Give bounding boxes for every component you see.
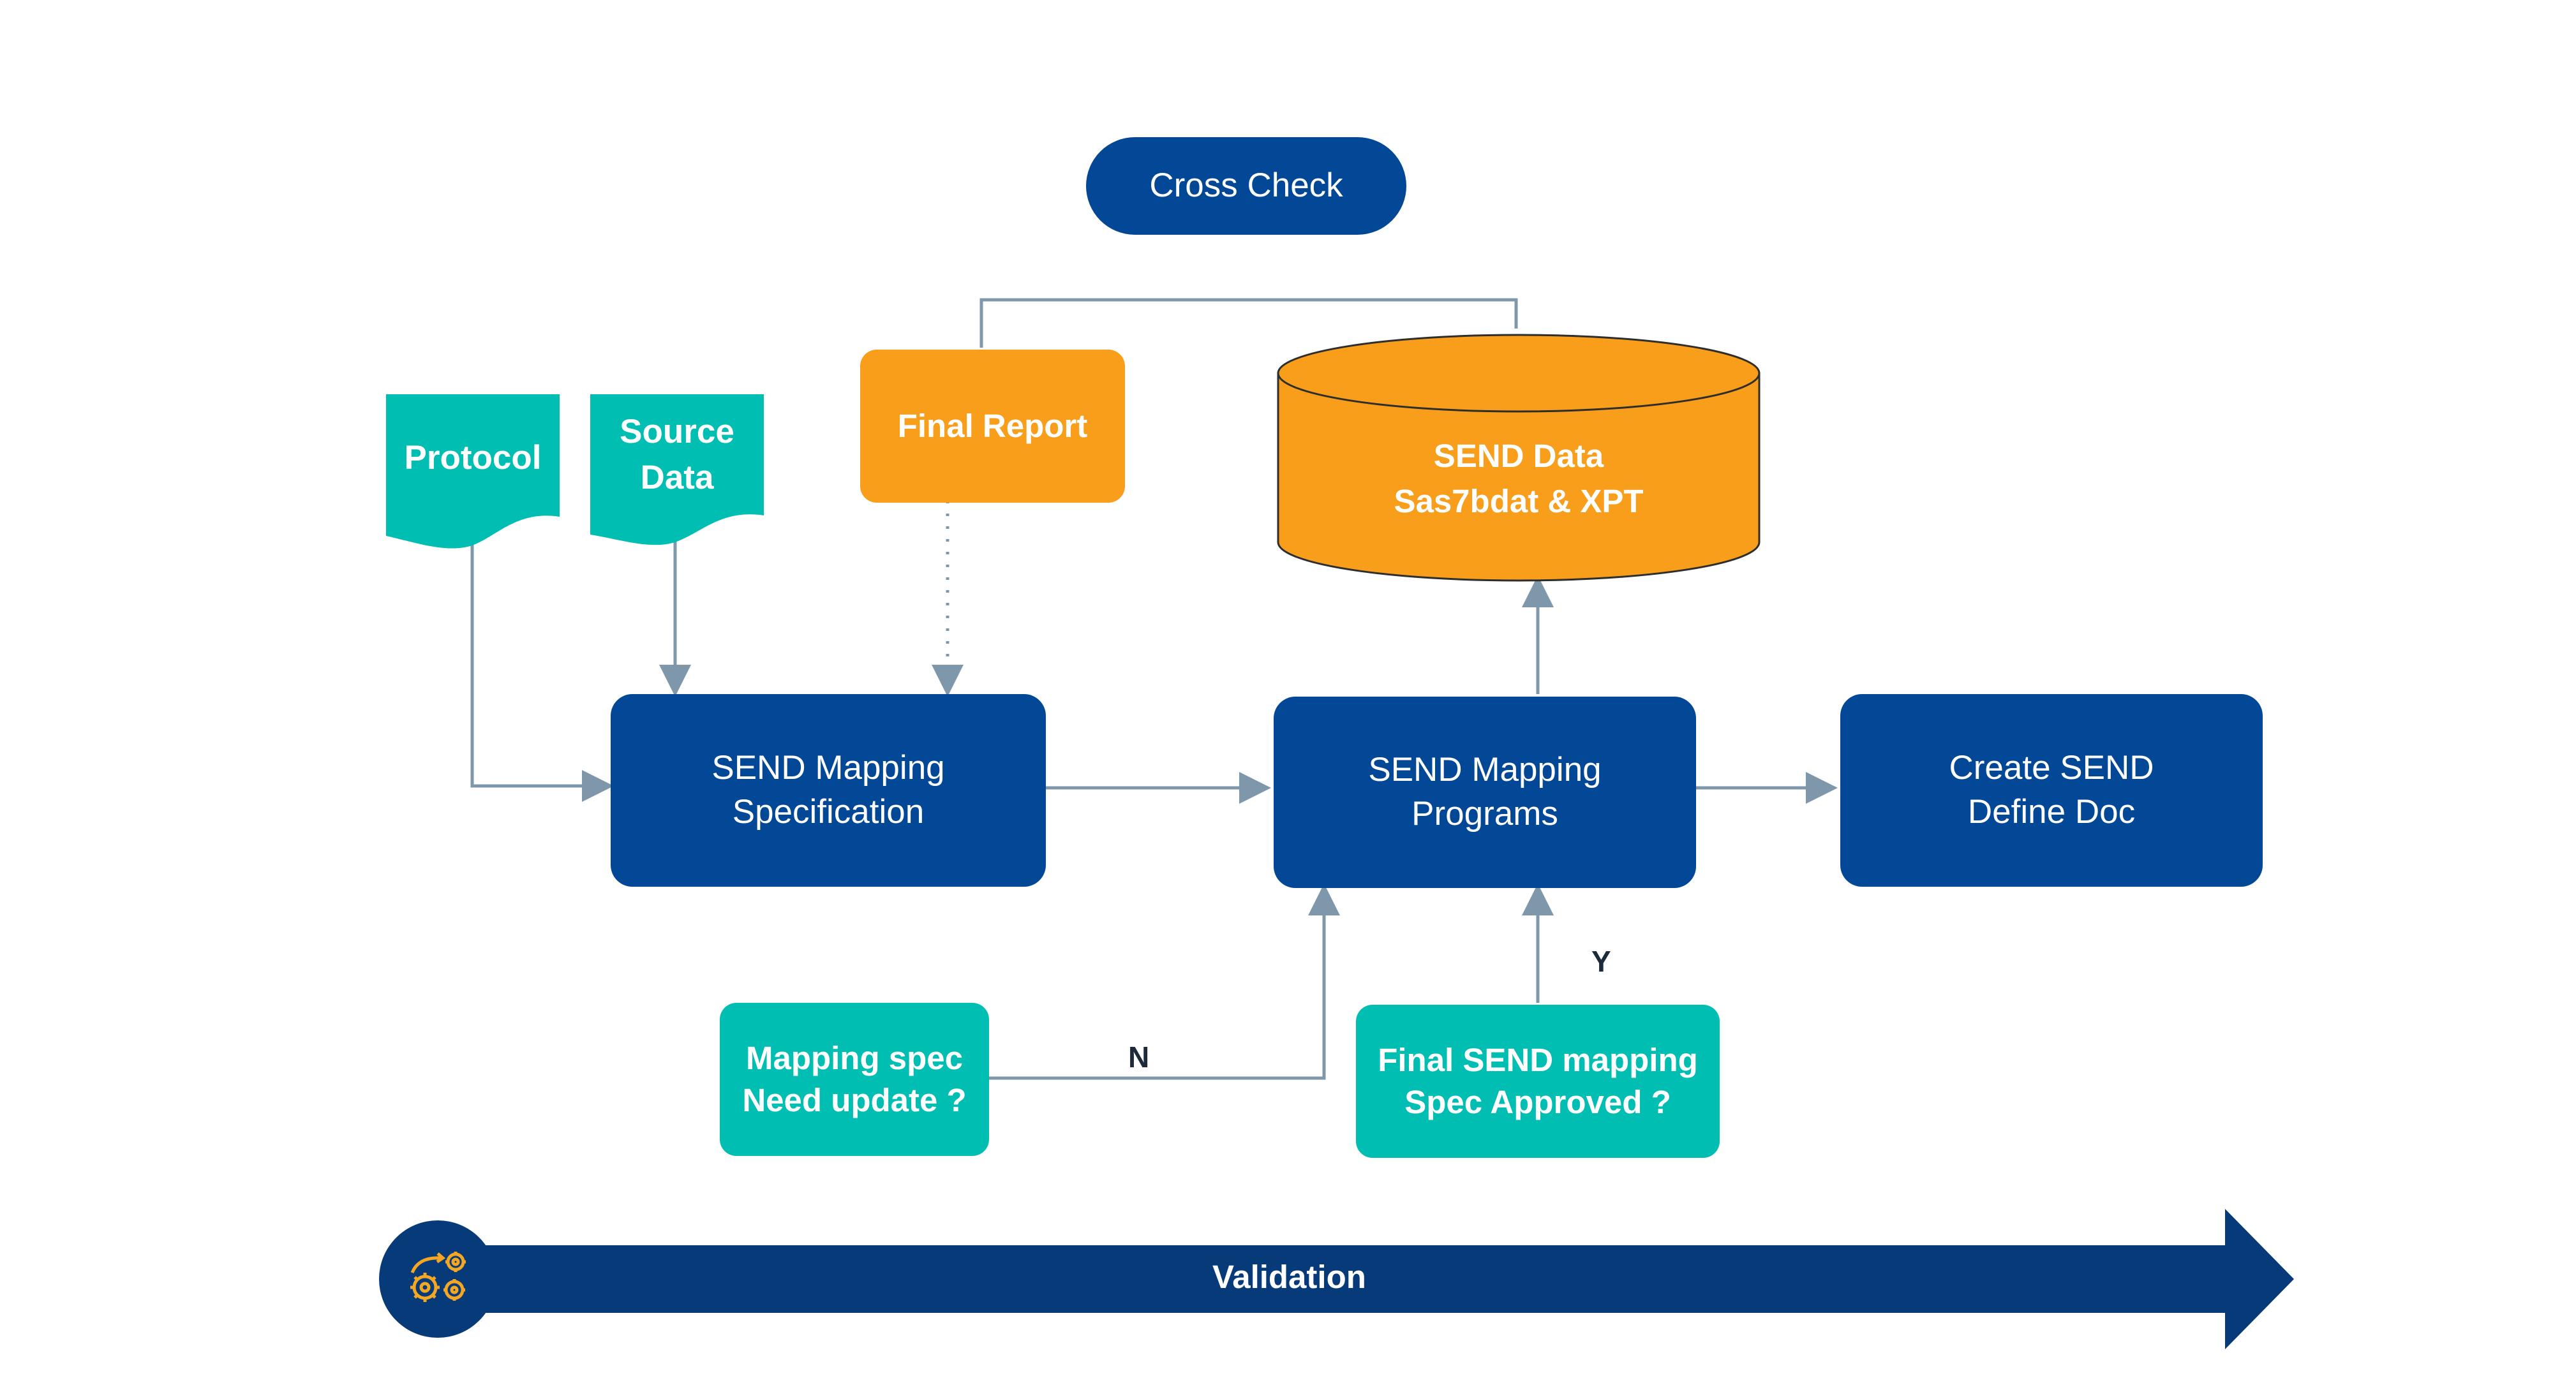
spec-update-decision: Mapping spec Need update ? [720,1003,989,1156]
validation-arrow [485,1209,2294,1349]
send-data-cylinder [1277,334,1761,582]
source-data-label: Source Data [620,413,734,496]
validation-label: Validation [1212,1259,1366,1295]
define-doc-label: Create SEND Define Doc [1949,749,2154,831]
protocol-label: Protocol [404,438,542,477]
gears-icon [410,1252,466,1302]
source-data-node: Source Data [590,394,764,515]
spec-approved-label: Final SEND mapping Spec Approved ? [1378,1041,1698,1120]
mapping-programs-node: SEND Mapping Programs [1274,697,1696,888]
send-data-node: SEND Data Sas7bdat & XPT [1278,408,1759,549]
cross-check-node: Cross Check [1086,137,1406,235]
edge-label-yes: Y [1591,945,1611,978]
protocol-document-shape [386,394,560,549]
send-data-label: SEND Data Sas7bdat & XPT [1394,437,1644,519]
final-report-node: Final Report [860,350,1125,503]
mapping-spec-label: SEND Mapping Specification [711,749,945,831]
cross-check-label: Cross Check [1149,167,1343,205]
mapping-programs-label: SEND Mapping Programs [1368,751,1602,833]
edge-label-no: N [1128,1040,1150,1074]
protocol-node: Protocol [386,394,560,522]
cross-check-bracket [979,298,1518,348]
edge-no-to-programs [989,884,1340,1080]
validation-icon-circle [379,1220,496,1338]
define-doc-node: Create SEND Define Doc [1840,694,2263,887]
edge-protocol-to-spec [470,529,614,802]
final-report-label: Final Report [897,407,1088,444]
spec-approved-decision: Final SEND mapping Spec Approved ? [1356,1005,1720,1158]
source-data-document-shape [590,394,764,545]
spec-update-label: Mapping spec Need update ? [742,1039,967,1118]
mapping-spec-node: SEND Mapping Specification [611,694,1046,887]
